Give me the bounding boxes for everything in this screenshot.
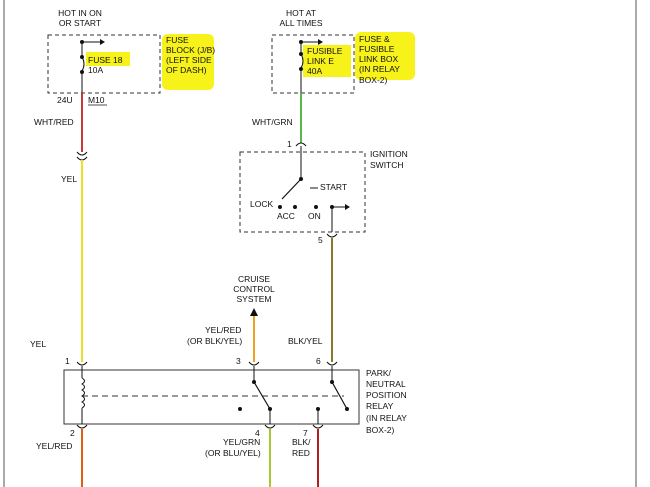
relay-label-6: BOX-2) [366,425,395,435]
switch-b-blade [331,381,348,410]
cruise-label-1: CRUISE [238,274,270,284]
ign-lock-dot [278,205,282,209]
ign-output-arrow-icon [345,204,350,210]
ignition-label-2: SWITCH [370,160,404,170]
switch-b-no-dot [345,407,349,411]
cruise-label-3: SYSTEM [237,294,272,304]
right-bus-arrow-icon [318,39,323,45]
wire-pin2-label: YEL/RED [36,441,72,451]
fuse18-label: FUSE 18 [88,55,123,65]
wire-pin7-label-2: RED [292,448,310,458]
fusible-link-highlight [303,45,351,77]
ign-acc-dot [293,205,297,209]
wire-pin7-label-1: BLK/ [292,437,311,447]
wire-wht-grn-label: WHT/GRN [252,117,293,127]
ign-pin-5: 5 [318,235,323,245]
relay-label-3: POSITION [366,390,407,400]
relay-pin2-connector-icon [76,424,88,429]
relay-box-label-2: FUSIBLE [359,44,395,54]
ignition-label-1: IGNITION [370,149,408,159]
fuse-block-label-3: (LEFT SIDE [166,55,212,65]
fuse18-element [81,56,85,72]
relay-box-label-3: LINK BOX [359,54,399,64]
ign-pos-start: START [320,182,347,192]
left-bus-arrow-icon [100,39,105,45]
relay-coil-icon [81,377,85,409]
relay-pin-7: 7 [303,428,308,438]
fuse-block-highlight [162,34,214,90]
connector-24u: 24U [57,95,73,105]
fusible-link-label-2: LINK E [307,56,334,66]
relay-pin-2: 2 [70,428,75,438]
relay-label-1: PARK/ [366,368,392,378]
fuse-block-box [47,34,161,94]
wire-yel-label: YEL [61,174,77,184]
fuse18-rating: 10A [88,65,103,75]
connector-m10: M10 [88,95,105,105]
relay-pin4-connector-icon [264,424,276,429]
fuse-block-label-4: OF DASH) [166,65,207,75]
wire-pin3-label-1: YEL/RED [205,325,241,335]
relay-box-highlight [355,32,415,80]
ign-on-dot [314,205,318,209]
wire-pin3-label-2: (OR BLK/YEL) [187,336,242,346]
fuse18-highlight [86,52,130,66]
wire-wht-red-label: WHT/RED [34,117,74,127]
ign-pos-on: ON [308,211,321,221]
ign-out-connector-icon [326,233,338,238]
ignition-switch-box [239,151,366,233]
relay-pin-6: 6 [316,356,321,366]
right-source-title-2: ALL TIMES [280,18,323,28]
switch-a-nc-dot [238,407,242,411]
relay-box-label-4: (IN RELAY [359,64,400,74]
left-source-title-1: HOT IN ON [58,8,102,18]
relay-label-4: RELAY [366,401,394,411]
link-e-element [300,53,304,69]
relay-box-label-1: FUSE & [359,34,390,44]
relay-label-2: NEUTRAL [366,379,406,389]
ign-pos-lock: LOCK [250,199,273,209]
relay-label-5: (IN RELAY [366,413,407,423]
ign-in-connector-icon [295,142,307,147]
switch-a-blade [253,381,271,410]
wire-pin6-label: BLK/YEL [288,336,323,346]
left-source-title-2: OR START [59,18,101,28]
fuse-block-label-2: BLOCK (J/B) [166,45,215,55]
fusible-link-rating: 40A [307,66,322,76]
relay-pin3-connector-icon [248,361,260,366]
ign-switch-blade [281,178,302,200]
cruise-label-2: CONTROL [233,284,275,294]
right-source-title-1: HOT AT [286,8,316,18]
cruise-arrow-icon [250,308,258,316]
relay-pin-1: 1 [65,356,70,366]
relay-box-label-5: BOX-2) [359,75,388,85]
fuse-block-label-1: FUSE [166,35,189,45]
wire-pin4-label-2: (OR BLU/YEL) [205,448,261,458]
wire-pin1-label: YEL [30,339,46,349]
relay-pin-4: 4 [255,428,260,438]
wire-pin4-label-1: YEL/GRN [223,437,260,447]
left-splice-connector-icon [76,151,88,161]
ign-pin-1: 1 [287,139,292,149]
relay-pin7-connector-icon [312,424,324,429]
ign-pos-acc: ACC [277,211,295,221]
relay-pin1-connector-icon [76,361,88,366]
relay-pin-3: 3 [236,356,241,366]
relay-pin6-connector-icon [326,361,338,366]
park-neutral-relay-box [63,369,360,425]
fusible-link-label-1: FUSIBLE [307,46,343,56]
